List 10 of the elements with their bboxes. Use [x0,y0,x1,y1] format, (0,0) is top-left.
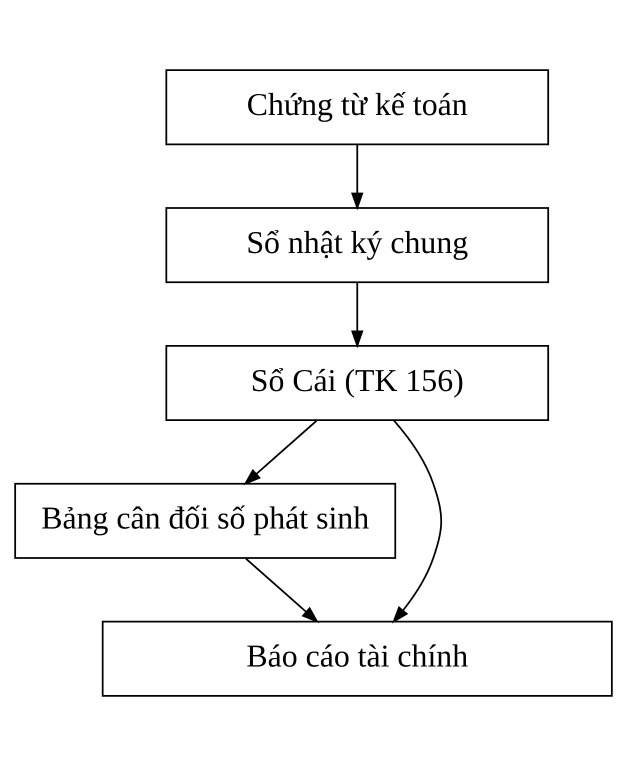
arrow [351,282,364,348]
arrow [351,144,364,210]
node-box: Bảng cân đối số phát sinh [14,482,396,558]
arrow [245,558,319,623]
arrow [392,419,442,624]
node-box: Báo cáo tài chính [102,620,613,696]
node-box: Sổ nhật ký chung [165,206,550,283]
node-box: Chứng từ kế toán [165,68,550,145]
arrow [244,420,318,485]
node-box: Sổ Cái (TK 156) [165,344,550,420]
